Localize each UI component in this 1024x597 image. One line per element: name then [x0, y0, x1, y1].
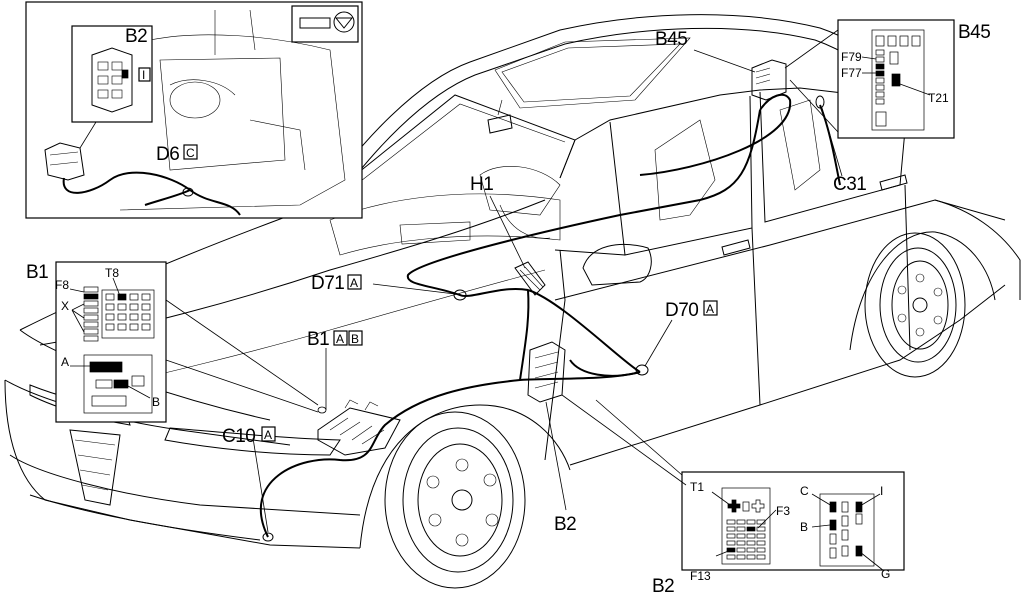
- label-h1: H1: [470, 174, 493, 195]
- label-f79: F79: [841, 50, 862, 64]
- label-d70: D70: [665, 300, 698, 321]
- interior-inset: [25, 1, 363, 219]
- b2-fuse-box: [527, 341, 566, 403]
- label-b: B: [152, 395, 160, 409]
- label-d70-letter: A: [706, 302, 714, 316]
- label-b2-top-inset-letter: I: [142, 68, 145, 82]
- label-d6-letter: C: [186, 146, 195, 160]
- c10-connector: [262, 532, 274, 542]
- label-b1-letter-a: A: [336, 332, 344, 346]
- label-conn-i: I: [880, 484, 883, 498]
- label-c10-letter: A: [264, 428, 272, 442]
- b1-inset: [55, 261, 167, 423]
- label-b2-component: B2: [554, 514, 576, 535]
- label-t1: T1: [690, 480, 704, 494]
- label-b2-top-inset: B2: [125, 26, 147, 47]
- label-conn-c: C: [800, 484, 809, 498]
- front-wheel: [384, 411, 526, 589]
- d70-connector: [635, 364, 649, 376]
- label-f8: F8: [55, 278, 69, 292]
- label-b2-bottom-inset: B2: [652, 576, 674, 597]
- label-t8: T8: [105, 266, 119, 280]
- b45-module: [751, 59, 787, 101]
- d71-connector: [453, 289, 467, 301]
- label-f77: F77: [841, 66, 862, 80]
- h1-connector: [514, 261, 546, 296]
- label-d71: D71: [311, 273, 344, 294]
- label-c10: C10: [222, 426, 255, 447]
- label-b45-inset: B45: [958, 22, 990, 43]
- label-f13: F13: [690, 569, 711, 583]
- b2-inset: [681, 471, 905, 572]
- wiring-harness: [259, 93, 841, 538]
- label-b1-component: B1: [307, 329, 329, 350]
- label-t21: T21: [928, 91, 949, 105]
- rear-wheel: [864, 232, 966, 378]
- label-c31: C31: [833, 174, 866, 195]
- text-labels: B45 B45 F79 F77 T21 C31 B2 I D6 C H1 B1 …: [26, 22, 991, 597]
- label-b1-inset: B1: [26, 262, 48, 283]
- b1-fuse-box: [317, 399, 401, 456]
- label-f3: F3: [776, 504, 790, 518]
- label-a: A: [61, 355, 69, 369]
- c31-connector: [815, 95, 825, 109]
- label-b1-letter-b: B: [351, 332, 359, 346]
- label-conn-b: B: [800, 520, 808, 534]
- label-x: X: [61, 299, 69, 313]
- label-d6: D6: [156, 144, 179, 165]
- b45-inset: [837, 19, 955, 139]
- label-b45-component: B45: [655, 29, 687, 50]
- callout-leaders: [165, 29, 843, 533]
- label-conn-g: G: [881, 567, 890, 581]
- label-d71-letter: A: [350, 276, 358, 290]
